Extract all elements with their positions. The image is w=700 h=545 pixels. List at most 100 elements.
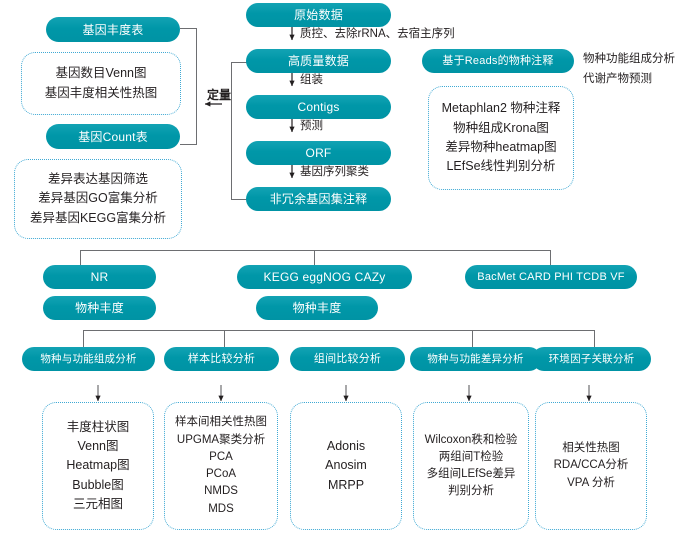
analysis-bus-tick-4 — [594, 330, 595, 348]
dashbox-line: Metaphlan2 物种注释 — [441, 101, 561, 116]
database-bus-tick-bacmet — [550, 250, 551, 266]
side-note-text: 物种功能组成分析 — [583, 53, 675, 65]
pill-database-nr[interactable]: NR — [43, 265, 156, 289]
pill-database-bacmet-card-phi-tcdb-vf[interactable]: BacMet CARD PHI TCDB VF — [465, 265, 637, 289]
side-note-text: 代谢产物预测 — [583, 73, 652, 85]
pipeline-step-nonredundant-geneset[interactable]: 非冗余基因集注释 — [246, 187, 391, 211]
analysis-category-group-comparison[interactable]: 组间比较分析 — [290, 347, 405, 371]
pill-label: 样本比较分析 — [187, 352, 256, 365]
dashbox-line: 差异表达基因筛选 — [47, 171, 148, 186]
dashbox-line: Venn图 — [77, 438, 119, 453]
pipeline-arrow-label-prediction: 预测 — [300, 120, 323, 133]
bracket-pipeline-bottom — [231, 199, 248, 200]
dashbox-line: PCA — [209, 450, 233, 463]
dashbox-difference-details: Wilcoxon秩和检验 两组间T检验 多组间LEfSe差异 判别分析 — [413, 402, 529, 530]
dashbox-line: 差异基因GO富集分析 — [38, 191, 158, 206]
database-bus-line — [80, 250, 551, 251]
dashbox-line: 相关性热图 — [562, 442, 620, 455]
pill-label: 基因Count表 — [78, 129, 148, 144]
dashbox-gene-plots: 基因数目Venn图 基因丰度相关性热图 — [21, 52, 181, 115]
dashbox-line: MRPP — [327, 477, 365, 492]
pill-label: NR — [90, 270, 109, 284]
dashbox-composition-details: 丰度柱状图 Venn图 Heatmap图 Bubble图 三元相图 — [42, 402, 154, 530]
pill-label: 物种与功能差异分析 — [427, 352, 524, 365]
dashbox-line: 物种组成Krona图 — [453, 120, 549, 135]
dashbox-line: NMDS — [204, 485, 238, 498]
dashbox-line: 差异物种heatmap图 — [445, 140, 557, 154]
pill-label: KEGG eggNOG CAZy — [263, 270, 386, 284]
pill-label: ORF — [305, 146, 332, 160]
bracket-pipeline-top — [231, 62, 248, 63]
pill-species-abundance-left[interactable]: 物种丰度 — [43, 296, 156, 320]
bracket-quant-bottom — [180, 144, 197, 145]
dashbox-line: 两组间T检验 — [438, 450, 504, 463]
pill-database-kegg-eggnog-cazy[interactable]: KEGG eggNOG CAZy — [237, 265, 412, 289]
pill-species-abundance-right[interactable]: 物种丰度 — [256, 296, 378, 320]
dashbox-line: 判别分析 — [448, 485, 494, 498]
database-bus-tick-kegg — [314, 250, 315, 266]
analysis-category-sample-comparison[interactable]: 样本比较分析 — [164, 347, 279, 371]
pill-label: 物种与功能组成分析 — [40, 352, 137, 365]
pill-label: 物种丰度 — [292, 301, 342, 315]
dashbox-line: Bubble图 — [72, 477, 124, 492]
analysis-bus-tick-1 — [83, 330, 84, 348]
analysis-category-difference[interactable]: 物种与功能差异分析 — [410, 347, 541, 371]
pill-gene-count-table[interactable]: 基因Count表 — [46, 124, 180, 149]
dashbox-line: 样本间相关性热图 — [175, 416, 267, 429]
dashbox-line: UPGMA聚类分析 — [176, 433, 266, 446]
analysis-category-environmental-factor[interactable]: 环境因子关联分析 — [532, 347, 651, 371]
pill-label: 原始数据 — [294, 8, 343, 22]
dashbox-line: Heatmap图 — [66, 458, 130, 473]
pipeline-step-raw-data[interactable]: 原始数据 — [246, 3, 391, 27]
pipeline-step-clean-data[interactable]: 高质量数据 — [246, 49, 391, 73]
pill-label: 基因丰度表 — [82, 22, 144, 37]
steplabel-text: 组装 — [300, 74, 323, 86]
pipeline-arrow-label-qc: 质控、去除rRNA、去宿主序列 — [300, 28, 455, 41]
steplabel-text: 质控、去除rRNA、去宿主序列 — [300, 28, 455, 40]
steplabel-text: 基因序列聚类 — [300, 166, 369, 178]
dashbox-line: 三元相图 — [72, 497, 123, 512]
pill-label: 基于Reads的物种注释 — [442, 54, 554, 67]
side-note-functional-composition: 物种功能组成分析 — [583, 50, 675, 69]
dashbox-line: VPA 分析 — [567, 476, 615, 489]
bracket-label-quantification: 定量 — [207, 86, 231, 103]
dashbox-line: MDS — [208, 502, 234, 515]
database-bus-tick-nr — [80, 250, 81, 266]
analysis-category-composition[interactable]: 物种与功能组成分析 — [22, 347, 155, 371]
dashbox-line: Anosim — [325, 458, 367, 473]
dashbox-line: Wilcoxon秩和检验 — [424, 433, 518, 446]
side-note-metabolite-prediction: 代谢产物预测 — [583, 70, 652, 89]
dashbox-group-comparison-details: Adonis Anosim MRPP — [290, 402, 402, 530]
dashbox-sample-comparison-details: 样本间相关性热图 UPGMA聚类分析 PCA PCoA NMDS MDS — [164, 402, 278, 530]
pill-label: 环境因子关联分析 — [548, 352, 635, 365]
pipeline-arrow-label-assembly: 组装 — [300, 74, 323, 87]
dashbox-line: PCoA — [205, 468, 237, 480]
pill-label: 高质量数据 — [287, 54, 349, 68]
dashbox-line: LEfSe线性判别分析 — [446, 159, 556, 174]
steplabel-text: 预测 — [300, 120, 323, 132]
bracket-quant-spine — [196, 28, 197, 145]
analysis-bus-line — [83, 330, 595, 331]
bracket-quant-top — [180, 28, 197, 29]
dashbox-line: 基因丰度相关性热图 — [44, 85, 158, 100]
dashbox-line: RDA/CCA分析 — [553, 459, 629, 472]
dashbox-deg-analysis: 差异表达基因筛选 差异基因GO富集分析 差异基因KEGG富集分析 — [14, 159, 182, 239]
pill-label: 物种丰度 — [75, 301, 124, 315]
analysis-bus-tick-3 — [472, 330, 473, 348]
pill-label: BacMet CARD PHI TCDB VF — [477, 270, 625, 283]
pipeline-step-orf[interactable]: ORF — [246, 141, 391, 165]
pill-label: 非冗余基因集注释 — [269, 192, 368, 206]
pill-reads-based-taxonomy[interactable]: 基于Reads的物种注释 — [422, 49, 574, 73]
pipeline-arrow-label-clustering: 基因序列聚类 — [300, 166, 369, 179]
pipeline-step-contigs[interactable]: Contigs — [246, 95, 391, 119]
pill-label: Contigs — [297, 100, 340, 114]
dashbox-environmental-factor-details: 相关性热图 RDA/CCA分析 VPA 分析 — [535, 402, 647, 530]
pill-label: 组间比较分析 — [313, 352, 382, 365]
dashbox-line: Adonis — [326, 438, 366, 453]
dashbox-line: 差异基因KEGG富集分析 — [29, 210, 167, 225]
pill-gene-abundance-table[interactable]: 基因丰度表 — [46, 17, 180, 42]
dashbox-line: 丰度柱状图 — [66, 419, 130, 434]
dashbox-taxonomy-analysis: Metaphlan2 物种注释 物种组成Krona图 差异物种heatmap图 … — [428, 86, 574, 190]
dashbox-line: 多组间LEfSe差异 — [426, 468, 516, 480]
